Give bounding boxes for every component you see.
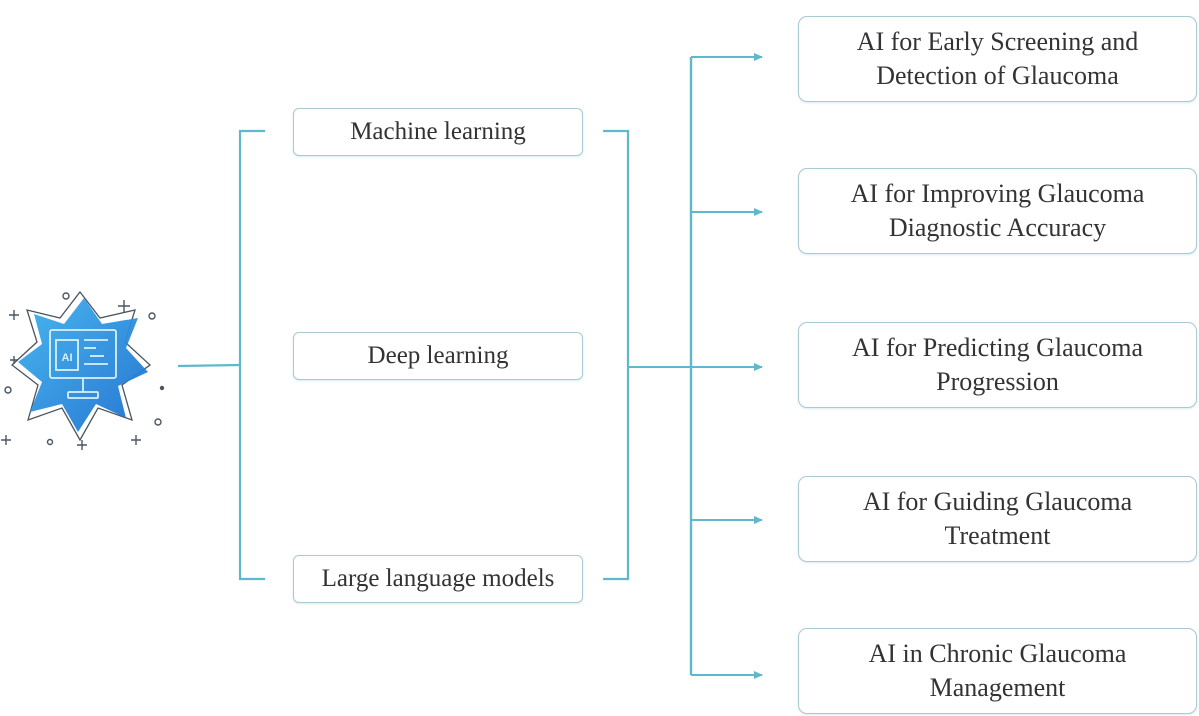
application-label-line2: Treatment (944, 521, 1051, 550)
application-box-guiding-treatment: AI for Guiding Glaucoma Treatment (798, 476, 1197, 562)
ai-computer-icon: AI (0, 280, 175, 450)
icon-connector (177, 363, 241, 368)
application-label-line2: Diagnostic Accuracy (888, 213, 1107, 242)
method-label: Large language models (321, 565, 555, 592)
application-label-line1: AI for Guiding Glaucoma (862, 487, 1133, 516)
method-label: Deep learning (367, 342, 509, 369)
application-box-early-screening: AI for Early Screening and Detection of … (798, 16, 1197, 102)
star-fill (18, 298, 148, 432)
left-bracket (238, 129, 265, 581)
application-box-diagnostic-accuracy: AI for Improving Glaucoma Diagnostic Acc… (798, 168, 1197, 254)
application-box-chronic-management: AI in Chronic Glaucoma Management (798, 628, 1197, 714)
method-box-machine-learning: Machine learning (293, 108, 583, 156)
sparkle-decorations (1, 292, 165, 450)
method-box-large-language-models: Large language models (293, 555, 583, 603)
application-label-line2: Progression (936, 367, 1059, 396)
application-label-line1: AI in Chronic Glaucoma (868, 639, 1127, 668)
application-label-line1: AI for Early Screening and (856, 27, 1139, 56)
right-bracket (603, 129, 630, 581)
application-label-line2: Detection of Glaucoma (876, 61, 1119, 90)
method-label: Machine learning (350, 118, 526, 145)
application-box-predicting-progression: AI for Predicting Glaucoma Progression (798, 322, 1197, 408)
monitor-icon (49, 329, 117, 399)
ai-chip-label: AI (62, 352, 73, 364)
application-label-line2: Management (929, 673, 1066, 702)
method-box-deep-learning: Deep learning (293, 332, 583, 380)
application-label-line1: AI for Predicting Glaucoma (852, 333, 1143, 362)
application-label-line1: AI for Improving Glaucoma (850, 179, 1145, 208)
